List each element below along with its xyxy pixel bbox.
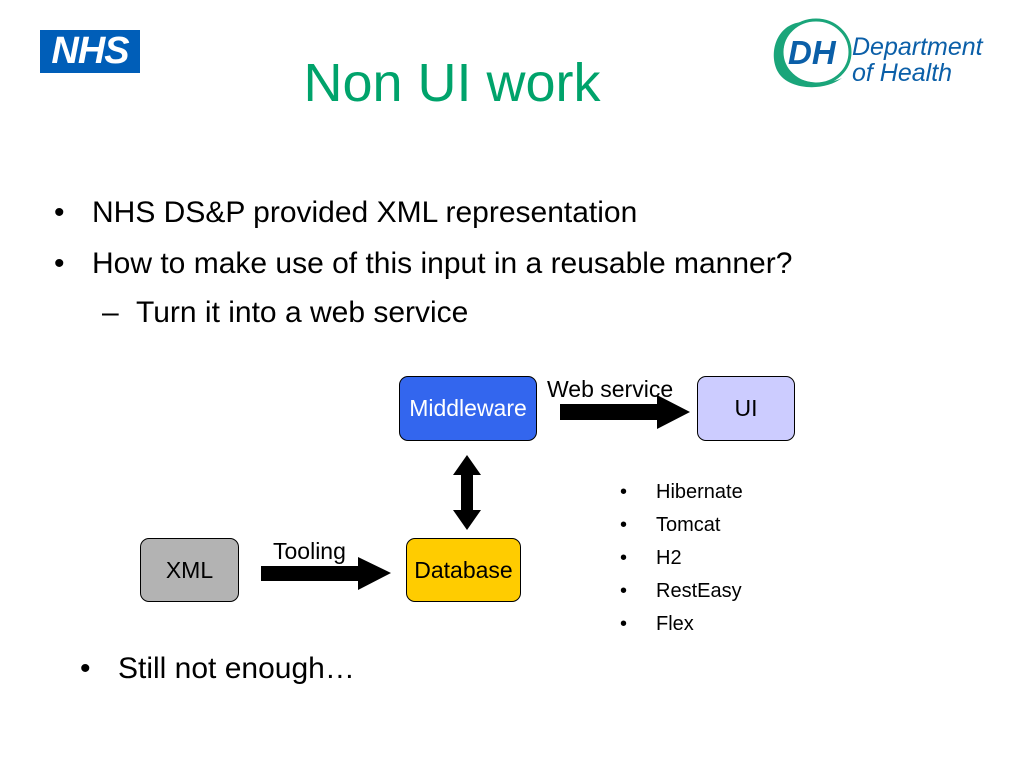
dh-logo-swoosh xyxy=(773,22,842,88)
dh-logo-ring xyxy=(780,18,852,86)
bullet-text: Turn it into a web service xyxy=(136,296,469,329)
tech-name: Tomcat xyxy=(656,514,721,536)
department-of-health-logo: DH xyxy=(773,18,852,88)
edge-label-web-service: Web service xyxy=(547,376,674,402)
arrow-tooling xyxy=(261,557,391,590)
bullet-3: • Still not enough… xyxy=(80,651,355,687)
node-xml: XML xyxy=(140,538,239,602)
bullet-marker: • xyxy=(620,514,628,536)
bullet-text: Still not enough… xyxy=(118,652,355,685)
dh-logo-line2: of Health xyxy=(852,59,953,87)
bullet-marker: • xyxy=(620,481,628,503)
tech-list-item: • Hibernate xyxy=(620,478,743,511)
tech-list-item: • RestEasy xyxy=(620,577,743,610)
tech-name: Flex xyxy=(656,613,694,635)
arrow-middleware-database xyxy=(453,455,481,530)
dh-logo-text: Department of Health xyxy=(852,34,983,86)
nhs-logo: NHS xyxy=(40,30,140,73)
bullet-marker: • xyxy=(620,547,628,569)
bullet-1: • NHS DS&P provided XML representation xyxy=(54,195,637,231)
bullet-text: NHS DS&P provided XML representation xyxy=(92,196,638,229)
bullet-marker: • xyxy=(80,652,91,685)
bullet-marker: • xyxy=(620,613,628,635)
node-database: Database xyxy=(406,538,521,602)
tech-list-item: • Tomcat xyxy=(620,511,743,544)
tech-name: Hibernate xyxy=(656,481,743,503)
page-title: Non UI work xyxy=(303,53,601,113)
arrow-web-service xyxy=(560,395,690,429)
node-middleware: Middleware xyxy=(399,376,537,441)
bullet-2: • How to make use of this input in a reu… xyxy=(54,246,792,282)
dh-logo-line1: Department xyxy=(852,33,983,61)
tech-list-item: • Flex xyxy=(620,610,743,643)
node-ui: UI xyxy=(697,376,795,441)
bullet-marker: – xyxy=(102,296,119,329)
sub-bullet-1: – Turn it into a web service xyxy=(102,295,468,331)
bullet-text: How to make use of this input in a reusa… xyxy=(92,247,793,280)
tech-list: • Hibernate • Tomcat • H2 • RestEasy • Flex xyxy=(620,478,743,643)
dh-logo-initials: DH xyxy=(788,34,837,71)
bullet-marker: • xyxy=(54,196,65,229)
tech-name: H2 xyxy=(656,547,682,569)
bullet-marker: • xyxy=(620,580,628,602)
tech-name: RestEasy xyxy=(656,580,742,602)
tech-list-item: • H2 xyxy=(620,544,743,577)
bullet-marker: • xyxy=(54,247,65,280)
edge-label-tooling: Tooling xyxy=(273,538,346,564)
